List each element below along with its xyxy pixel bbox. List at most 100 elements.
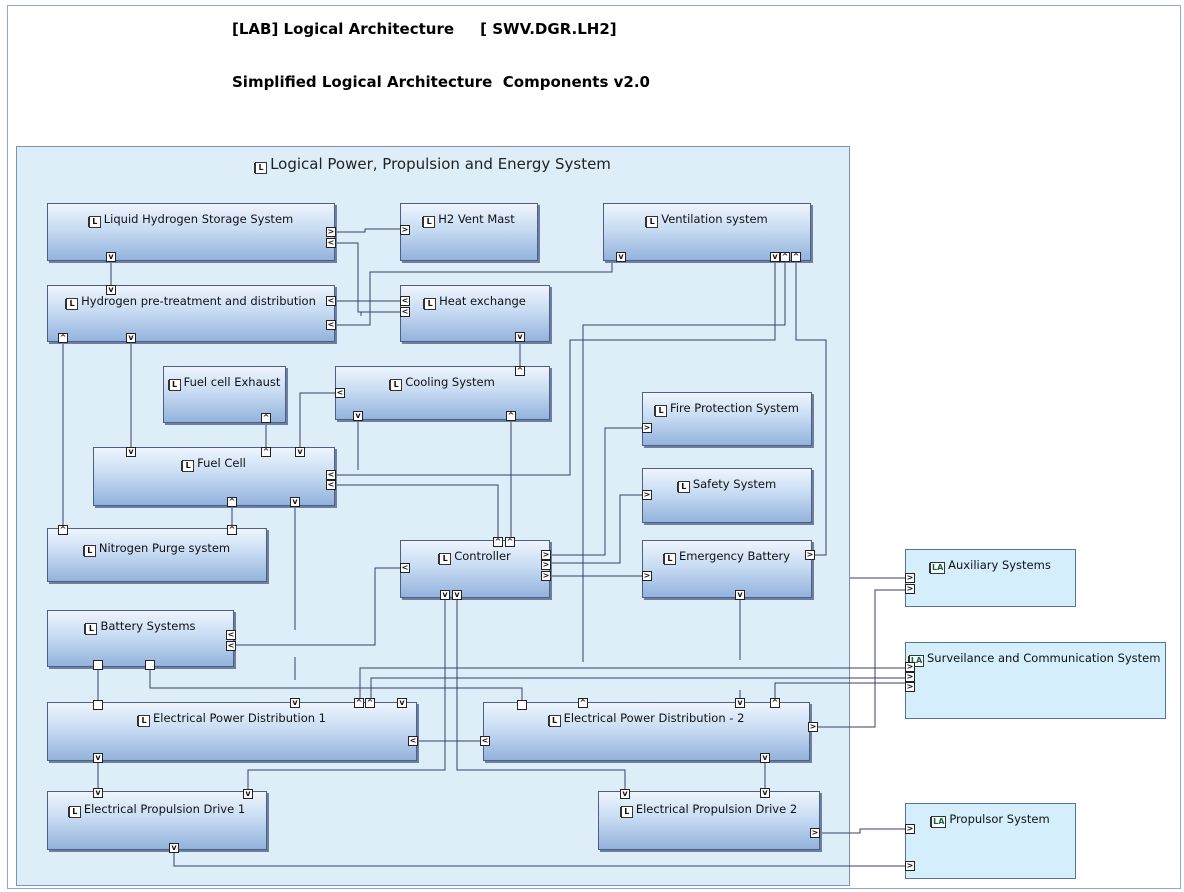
- port-in-icon[interactable]: <: [326, 480, 336, 490]
- port-down-icon[interactable]: v: [169, 843, 179, 853]
- port-in-icon[interactable]: <: [326, 470, 336, 480]
- port-up-icon[interactable]: ^: [227, 497, 237, 507]
- wire-cooling-fuelcell: [299, 392, 335, 447]
- port-neutral-icon[interactable]: [93, 700, 103, 710]
- port-up-icon[interactable]: ^: [493, 537, 503, 547]
- port-up-icon[interactable]: ^: [365, 698, 375, 708]
- wire-epd2-surveillance: [774, 682, 905, 702]
- port-out-icon[interactable]: >: [905, 672, 915, 682]
- port-down-icon[interactable]: v: [760, 788, 770, 798]
- port-up-icon[interactable]: ^: [770, 698, 780, 708]
- port-down-icon[interactable]: v: [126, 333, 136, 343]
- port-up-icon[interactable]: ^: [791, 252, 801, 262]
- port-down-icon[interactable]: v: [452, 590, 462, 600]
- port-down-icon[interactable]: v: [760, 753, 770, 763]
- port-up-icon[interactable]: ^: [58, 333, 68, 343]
- port-down-icon[interactable]: v: [770, 252, 780, 262]
- port-down-icon[interactable]: v: [616, 252, 626, 262]
- port-in-icon[interactable]: <: [326, 320, 336, 330]
- port-down-icon[interactable]: v: [106, 285, 116, 295]
- port-down-icon[interactable]: v: [620, 789, 630, 799]
- port-up-icon[interactable]: ^: [58, 525, 68, 535]
- port-out-icon[interactable]: >: [905, 682, 915, 692]
- port-up-icon[interactable]: ^: [261, 447, 271, 457]
- port-out-icon[interactable]: >: [905, 662, 915, 672]
- port-down-icon[interactable]: v: [353, 411, 363, 421]
- port-up-icon[interactable]: ^: [780, 252, 790, 262]
- port-down-icon[interactable]: v: [93, 788, 103, 798]
- port-down-icon[interactable]: v: [397, 698, 407, 708]
- port-down-icon[interactable]: v: [515, 332, 525, 342]
- port-out-icon[interactable]: >: [905, 824, 915, 834]
- port-out-icon[interactable]: >: [905, 573, 915, 583]
- port-up-icon[interactable]: ^: [505, 537, 515, 547]
- port-neutral-icon[interactable]: [517, 700, 527, 710]
- port-up-icon[interactable]: ^: [515, 366, 525, 376]
- port-in-icon[interactable]: <: [480, 736, 490, 746]
- port-neutral-icon[interactable]: [93, 660, 103, 670]
- port-out-icon[interactable]: >: [805, 550, 815, 560]
- port-in-icon[interactable]: <: [326, 296, 336, 306]
- port-down-icon[interactable]: v: [295, 447, 305, 457]
- port-in-icon[interactable]: <: [226, 630, 236, 640]
- port-down-icon[interactable]: v: [126, 447, 136, 457]
- port-out-icon[interactable]: >: [642, 423, 652, 433]
- port-out-icon[interactable]: >: [905, 861, 915, 871]
- port-up-icon[interactable]: ^: [261, 413, 271, 423]
- port-up-icon[interactable]: ^: [354, 698, 364, 708]
- port-down-icon[interactable]: v: [290, 497, 300, 507]
- port-out-icon[interactable]: >: [905, 584, 915, 594]
- port-out-icon[interactable]: >: [400, 225, 410, 235]
- port-down-icon[interactable]: v: [735, 590, 745, 600]
- port-in-icon[interactable]: <: [335, 388, 345, 398]
- port-up-icon[interactable]: ^: [506, 411, 516, 421]
- port-out-icon[interactable]: >: [541, 571, 551, 581]
- logical-component-icon: L: [68, 806, 81, 818]
- port-out-icon[interactable]: >: [810, 828, 820, 838]
- port-out-icon[interactable]: >: [541, 560, 551, 570]
- port-in-icon[interactable]: <: [400, 563, 410, 573]
- port-in-icon[interactable]: <: [326, 238, 336, 248]
- port-out-icon[interactable]: >: [642, 571, 652, 581]
- port-down-icon[interactable]: v: [243, 789, 253, 799]
- port-in-icon[interactable]: <: [408, 736, 418, 746]
- port-out-icon[interactable]: >: [642, 490, 652, 500]
- port-neutral-icon[interactable]: [145, 660, 155, 670]
- port-out-icon[interactable]: >: [326, 227, 336, 237]
- port-out-icon[interactable]: >: [541, 550, 551, 560]
- port-down-icon[interactable]: v: [735, 698, 745, 708]
- port-up-icon[interactable]: ^: [227, 525, 237, 535]
- port-down-icon[interactable]: v: [93, 753, 103, 763]
- port-up-icon[interactable]: ^: [578, 698, 588, 708]
- port-out-icon[interactable]: >: [808, 722, 818, 732]
- port-down-icon[interactable]: v: [290, 698, 300, 708]
- port-in-icon[interactable]: <: [400, 307, 410, 317]
- port-down-icon[interactable]: v: [440, 590, 450, 600]
- port-in-icon[interactable]: <: [226, 641, 236, 651]
- port-in-icon[interactable]: <: [400, 296, 410, 306]
- port-down-icon[interactable]: v: [106, 252, 116, 262]
